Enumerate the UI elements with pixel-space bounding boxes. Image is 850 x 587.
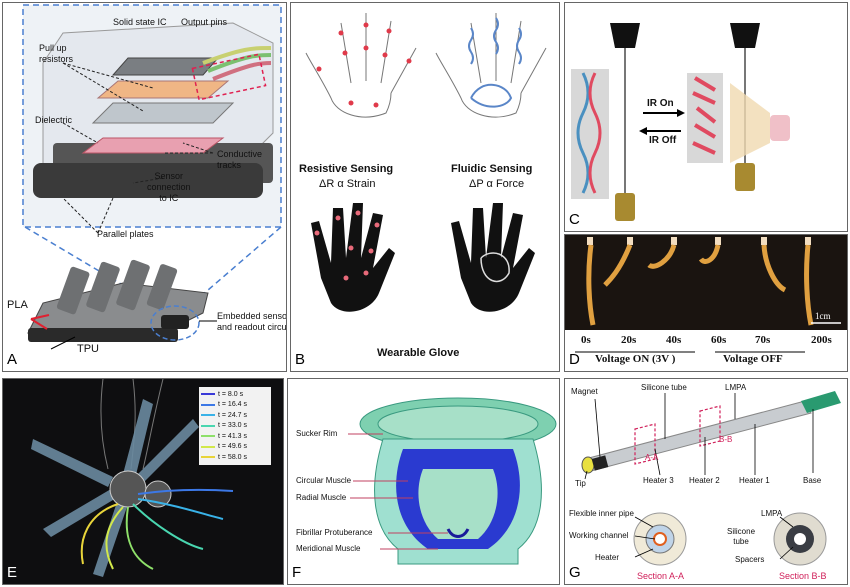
resistive-sensing-title: Resistive Sensing <box>299 163 394 175</box>
panel-c-label: C <box>569 211 580 228</box>
label-heater: Heater <box>595 553 620 562</box>
panel-c: IR On IR Off C <box>564 2 848 232</box>
panel-g: Magnet Silicone tube LMPA A-A B-B Tip He… <box>564 378 848 585</box>
legend-label: t = 58.0 s <box>218 453 247 461</box>
scale-bar-label: 1cm <box>815 311 831 321</box>
legend-entry: t = 24.7 s <box>201 410 271 421</box>
legend-entry: t = 33.0 s <box>201 421 271 432</box>
label-meridional-muscle: Meridional Muscle <box>296 544 361 553</box>
legend-swatch <box>201 414 215 417</box>
panel-f: Sucker Rim Circular Muscle Radial Muscle… <box>287 378 560 585</box>
legend-label: t = 24.7 s <box>218 411 247 419</box>
label-magnet: Magnet <box>571 387 598 396</box>
panel-b-label: B <box>295 351 306 368</box>
legend-swatch <box>201 393 215 396</box>
time-label: 0s <box>581 334 591 346</box>
label-section-bb-marker: B-B <box>719 435 733 444</box>
legend-entry: t = 49.6 s <box>201 442 271 453</box>
time-legend: t = 8.0 s t = 16.4 s t = 24.7 s t = 33.0… <box>201 389 271 463</box>
ir-off-label: IR Off <box>649 135 677 146</box>
legend-entry: t = 41.3 s <box>201 431 271 442</box>
time-label: 70s <box>755 334 771 346</box>
label-pla: PLA <box>7 299 28 311</box>
label-section-b: Section B-B <box>779 571 827 581</box>
panel-c-illustration <box>571 23 790 221</box>
fluidic-sensing-title: Fluidic Sensing <box>451 163 533 175</box>
legend-label: t = 16.4 s <box>218 401 247 409</box>
legend-entry: t = 8.0 s <box>201 389 271 400</box>
label-circular-muscle: Circular Muscle <box>296 476 352 485</box>
panel-b-illustration <box>305 13 547 312</box>
label-conductive-tracks: Conductive tracks <box>217 149 263 170</box>
label-section-aa-marker: A-A <box>645 453 659 462</box>
label-base: Base <box>803 476 822 485</box>
label-silicone-tube-bottom: Silicone tube <box>727 527 756 546</box>
glove-caption: Wearable Glove <box>377 347 460 359</box>
legend-swatch <box>201 424 215 427</box>
time-label: 20s <box>621 334 637 346</box>
label-working-channel: Working channel <box>569 531 629 540</box>
label-solid-state-ic: Solid state IC <box>113 17 167 27</box>
label-lmpa-top: LMPA <box>725 383 747 392</box>
panel-b: Resistive Sensing ΔR α Strain Fluidic Se… <box>290 2 560 372</box>
label-sensor-connection: Sensor connection to IC <box>147 171 191 203</box>
panel-a: Solid state IC Output pins Pull up resis… <box>2 2 287 372</box>
legend-swatch <box>201 435 215 438</box>
panel-g-label: G <box>569 564 581 581</box>
resistive-formula: ΔR α Strain <box>319 178 376 190</box>
label-heater-3: Heater 3 <box>643 476 674 485</box>
label-output-pins: Output pins <box>181 17 228 27</box>
panel-d: 1cm 0s 20s 40s 60s 70s 200s Voltage ON (… <box>564 234 848 372</box>
label-heater-1: Heater 1 <box>739 476 770 485</box>
label-heater-2: Heater 2 <box>689 476 720 485</box>
legend-label: t = 8.0 s <box>218 390 244 398</box>
label-sucker-rim: Sucker Rim <box>296 429 338 438</box>
panel-f-label: F <box>292 564 302 581</box>
panel-g-illustration <box>581 391 841 566</box>
legend-entry: t = 16.4 s <box>201 400 271 411</box>
fluidic-formula: ΔP α Force <box>469 178 525 190</box>
time-label: 200s <box>811 334 832 346</box>
label-parallel-plates: Parallel plates <box>97 229 154 239</box>
panel-f-illustration <box>348 397 557 565</box>
label-section-a: Section A-A <box>637 571 685 581</box>
legend-entry: t = 58.0 s <box>201 452 271 463</box>
legend-label: t = 49.6 s <box>218 443 247 451</box>
voltage-on-label: Voltage ON (3V ) <box>595 353 676 365</box>
time-label: 60s <box>711 334 727 346</box>
panel-e: t = 8.0 s t = 16.4 s t = 24.7 s t = 33.0… <box>2 378 284 585</box>
panel-e-label: E <box>7 564 18 581</box>
legend-swatch <box>201 456 215 459</box>
label-embedded-sensor: Embedded sensor and readout circuit <box>217 311 287 332</box>
label-tip: Tip <box>575 479 586 488</box>
legend-swatch <box>201 445 215 448</box>
label-flexible-inner-pipe: Flexible inner pipe <box>569 509 634 518</box>
label-lmpa-bottom: LMPA <box>761 509 783 518</box>
label-dielectric: Dielectric <box>35 115 73 125</box>
ir-on-label: IR On <box>647 98 674 109</box>
panel-a-illustration <box>22 4 282 350</box>
label-fibrillar-protuberance: Fibrillar Protuberance <box>296 528 373 537</box>
panel-d-illustration <box>565 235 847 353</box>
legend-swatch <box>201 403 215 406</box>
legend-label: t = 33.0 s <box>218 422 247 430</box>
panel-a-label: A <box>7 351 18 368</box>
label-spacers: Spacers <box>735 555 765 564</box>
panel-e-illustration <box>31 379 271 577</box>
label-silicone-tube: Silicone tube <box>641 383 687 392</box>
panel-d-label: D <box>569 351 580 368</box>
voltage-off-label: Voltage OFF <box>723 353 783 365</box>
legend-label: t = 41.3 s <box>218 432 247 440</box>
time-label: 40s <box>666 334 682 346</box>
label-tpu: TPU <box>77 343 99 355</box>
label-pull-up-resistors: Pull up resistors <box>39 43 74 64</box>
label-radial-muscle: Radial Muscle <box>296 493 347 502</box>
